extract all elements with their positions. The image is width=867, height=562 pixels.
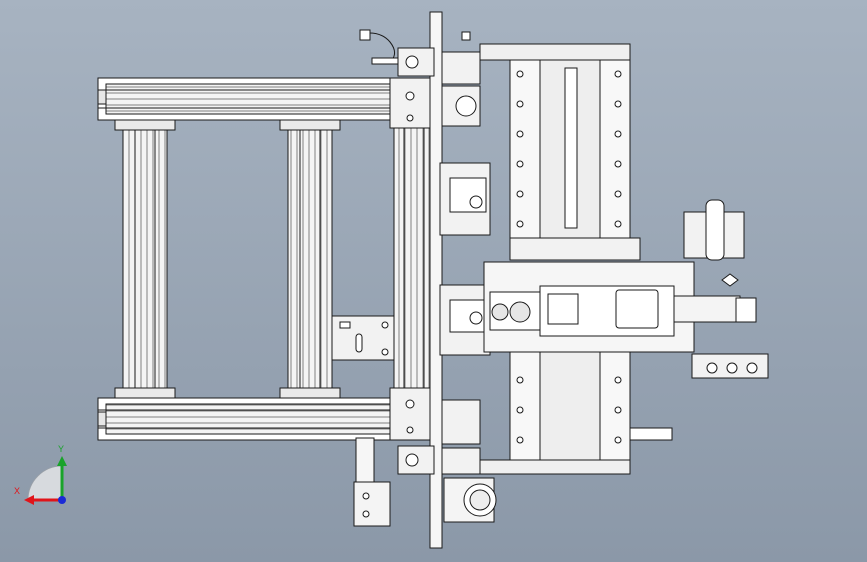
x-axis-arrowhead	[24, 495, 34, 505]
y-axis-label: Y	[58, 444, 64, 454]
bottom-linear-module	[479, 351, 673, 475]
sensor-cable	[359, 29, 471, 65]
bearing-blocks	[353, 47, 497, 527]
top-beam	[97, 77, 399, 121]
frame-assembly	[97, 11, 769, 549]
z-axis-dot	[58, 496, 66, 504]
left-posts	[114, 119, 341, 399]
mounting-plate	[331, 11, 443, 549]
bracket-blocks	[439, 162, 491, 356]
axis-triad[interactable]: Y X	[14, 444, 67, 505]
bottom-beam	[97, 397, 399, 441]
x-axis-label: X	[14, 486, 20, 496]
triad-quadrant	[27, 465, 63, 501]
y-axis-arrowhead	[57, 456, 67, 466]
top-linear-module	[479, 43, 641, 261]
spindle-carriage	[483, 199, 769, 379]
